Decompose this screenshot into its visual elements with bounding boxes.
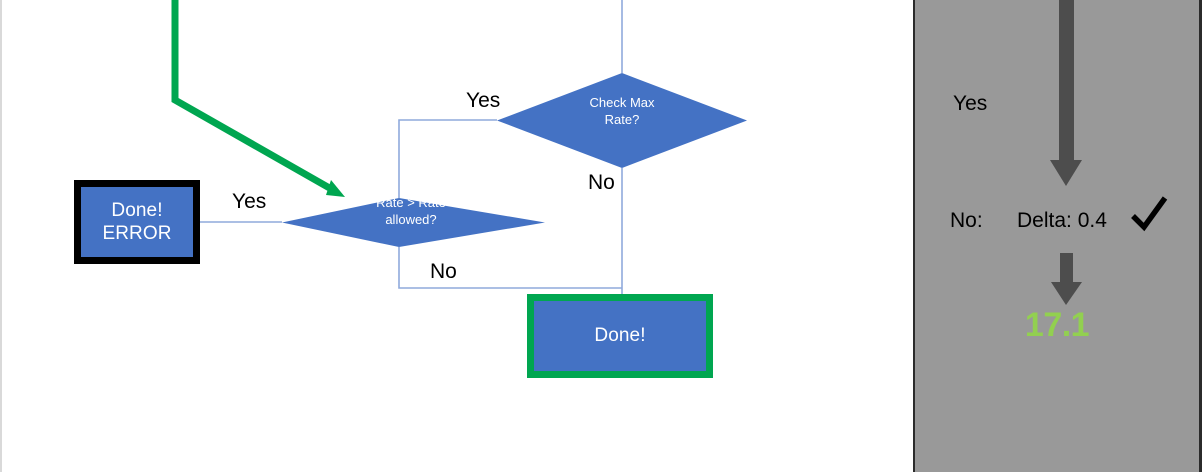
edge-label-yes-rate: Yes: [232, 190, 267, 213]
node-done-error[interactable]: Done! ERROR: [74, 180, 200, 264]
arrow-down-short: [1051, 253, 1082, 305]
arrow-down-long: [1050, 0, 1082, 186]
slide-left-border: [0, 0, 2, 472]
highlight-path-arrowhead: [326, 180, 345, 197]
connector-yes-check-max-to-rate: [398, 119, 497, 198]
panel-arrows: [1050, 0, 1082, 305]
panel-no-label: No:: [950, 209, 983, 232]
edge-label-no-rate: No: [430, 260, 457, 283]
panel-yes-label: Yes: [953, 92, 988, 115]
node-done-text: Done!: [594, 325, 646, 347]
edge-label-yes-check-max: Yes: [466, 89, 501, 112]
highlight-path-green: [171, 0, 335, 194]
node-done-error-text: Done! ERROR: [102, 199, 172, 244]
node-done[interactable]: Done!: [527, 294, 713, 378]
panel-delta-label: Delta: 0.4: [1017, 209, 1107, 232]
decision-check-max-rate: [497, 73, 747, 168]
flowchart-graphics: [171, 0, 747, 294]
edge-label-no-check-max: No: [588, 171, 615, 194]
status-panel: Yes No: Delta: 0.4 17.1: [913, 0, 1202, 472]
connector-no-rate-to-done: [398, 247, 622, 289]
decision-rate-greater-than-allowed: [282, 198, 545, 247]
panel-result-value: 17.1: [1024, 306, 1090, 344]
check-mark-icon: [1131, 196, 1168, 232]
